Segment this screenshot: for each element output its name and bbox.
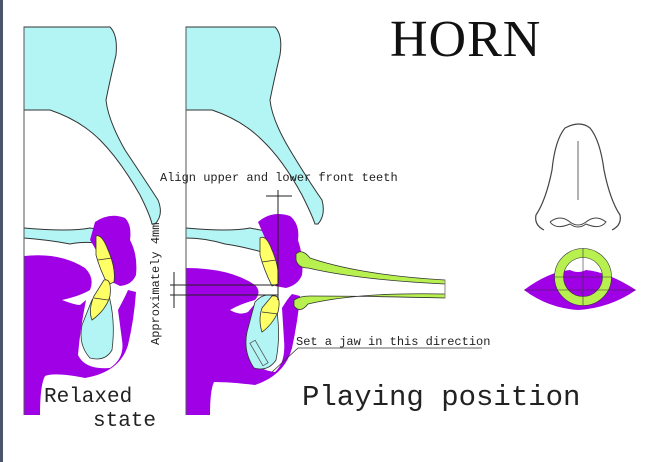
- page-left-border: [0, 0, 3, 462]
- relaxed-lower-tooth: [90, 279, 111, 321]
- mouthpiece-upper: [295, 251, 446, 285]
- mouthpiece-lower: [293, 293, 446, 310]
- playing-nose-skin: [185, 26, 324, 225]
- page-title: HORN: [390, 11, 542, 68]
- nostrils: [549, 217, 607, 228]
- relaxed-tongue-jaw: [24, 255, 136, 415]
- relaxed-nose-skin: [23, 26, 161, 225]
- front-view-figure: [524, 123, 636, 310]
- playing-upper-lip-skin: [185, 227, 271, 253]
- relaxed-state-figure: [23, 26, 161, 415]
- gap-annotation: Approximately 4mm: [149, 222, 163, 345]
- playing-position-figure: [170, 26, 482, 415]
- playing-lower-tooth: [259, 295, 280, 333]
- align-teeth-annotation: Align upper and lower front teeth: [160, 171, 398, 185]
- relaxed-label: Relaxed: [44, 386, 133, 409]
- relaxed-upper-lip: [90, 215, 137, 286]
- playing-tongue-jaw: [186, 268, 300, 415]
- relaxed-label-line2: state: [93, 410, 157, 433]
- jaw-direction-annotation: Set a jaw in this direction: [296, 335, 491, 349]
- nose-outline: [535, 123, 621, 231]
- playing-upper-lip: [258, 214, 303, 288]
- relaxed-upper-tooth: [95, 235, 115, 286]
- playing-position-label: Playing position: [302, 381, 581, 414]
